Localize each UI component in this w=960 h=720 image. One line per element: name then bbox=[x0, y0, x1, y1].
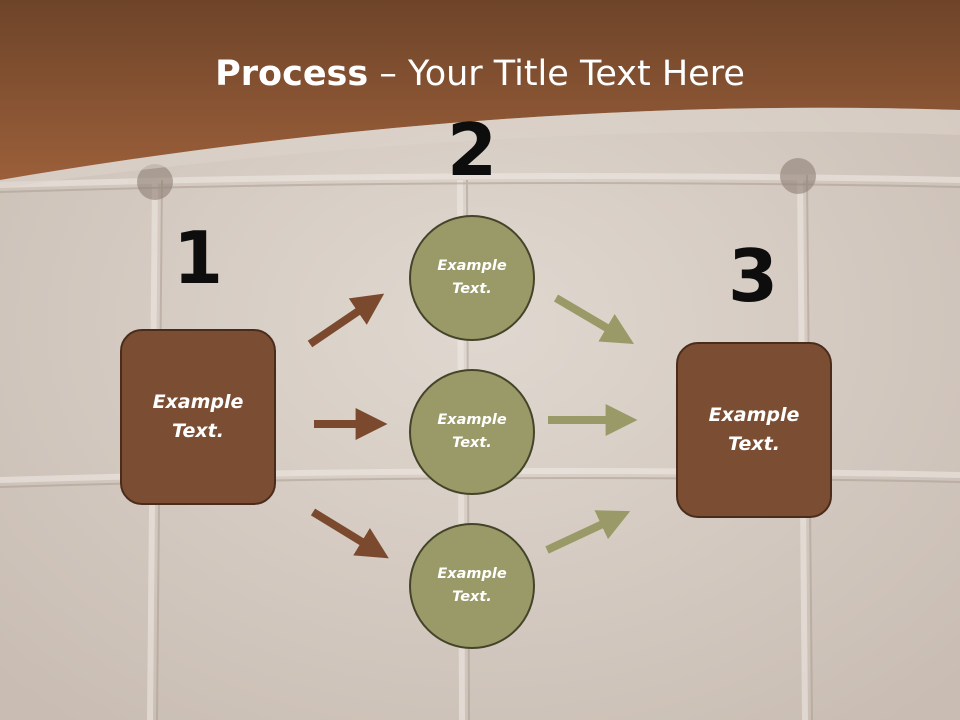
title-rest: – Your Title Text Here bbox=[368, 54, 745, 94]
step-3-label: Example Text. bbox=[708, 404, 800, 455]
step-2-circle-top: Example Text. bbox=[409, 215, 535, 341]
step-2-label-middle: Example Text. bbox=[437, 412, 507, 451]
arrow-2-bottom-to-3 bbox=[545, 510, 631, 554]
step-number-2: 2 bbox=[446, 108, 498, 192]
step-1-label: Example Text. bbox=[152, 391, 244, 442]
title-bold: Process bbox=[215, 54, 369, 94]
slide-title: Process – Your Title Text Here bbox=[0, 52, 960, 96]
step-number-1: 1 bbox=[172, 216, 224, 300]
step-1-box: Example Text. bbox=[120, 329, 276, 505]
arrow-2-top-to-3 bbox=[553, 294, 635, 344]
step-3-box: Example Text. bbox=[676, 342, 832, 518]
step-2-circle-middle: Example Text. bbox=[409, 369, 535, 495]
step-number-3: 3 bbox=[727, 234, 779, 318]
step-2-label-top: Example Text. bbox=[437, 258, 507, 297]
step-2-label-bottom: Example Text. bbox=[437, 566, 507, 605]
step-2-circle-bottom: Example Text. bbox=[409, 523, 535, 649]
arrow-1-to-2-bottom bbox=[310, 508, 389, 559]
arrow-1-to-2-top bbox=[307, 293, 385, 348]
